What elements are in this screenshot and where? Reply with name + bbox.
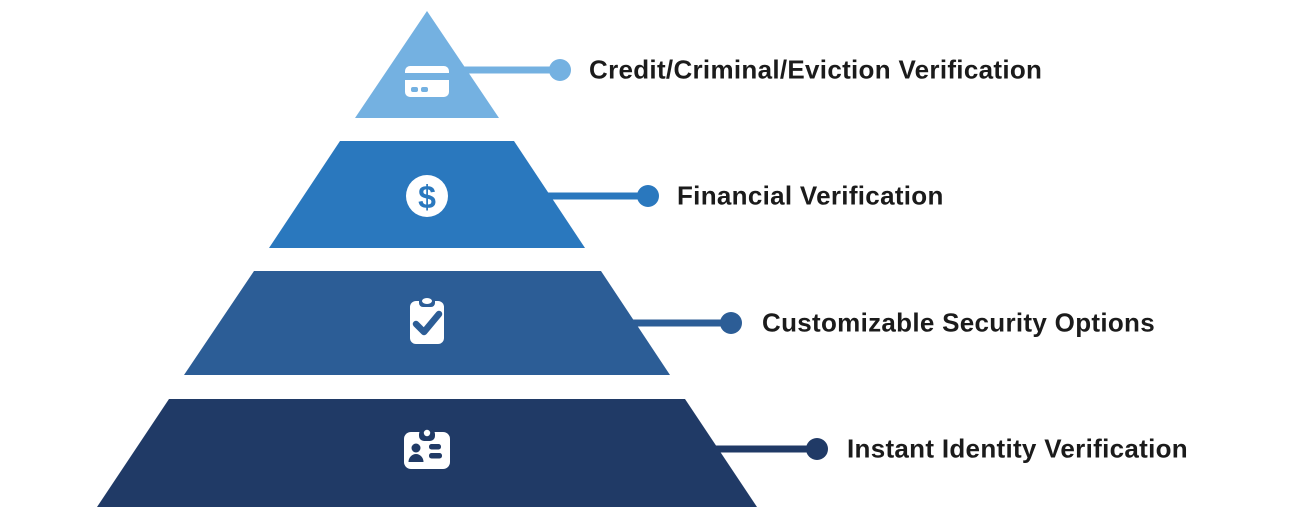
tier-label-4: Instant Identity Verification bbox=[847, 433, 1188, 464]
connector-dot bbox=[549, 59, 571, 81]
dollar-circle-icon: $ bbox=[406, 175, 448, 217]
clipboard-check-icon bbox=[410, 297, 444, 344]
connector-dot bbox=[637, 185, 659, 207]
pyramid-tier-3 bbox=[184, 271, 742, 375]
tier-label-1: Credit/Criminal/Eviction Verification bbox=[589, 54, 1043, 85]
dollar-glyph: $ bbox=[418, 179, 436, 215]
pyramid-tier-1-shape bbox=[355, 11, 499, 118]
pyramid-tier-1 bbox=[355, 11, 571, 118]
tier-label-2: Financial Verification bbox=[677, 180, 944, 211]
connector-dot bbox=[720, 312, 742, 334]
credit-card-icon bbox=[405, 66, 449, 97]
connector-dot bbox=[806, 438, 828, 460]
pyramid-tier-4 bbox=[97, 399, 828, 507]
pyramid-tier-2: $ bbox=[269, 141, 659, 248]
id-badge-icon bbox=[404, 429, 450, 469]
tier-label-3: Customizable Security Options bbox=[762, 307, 1155, 338]
